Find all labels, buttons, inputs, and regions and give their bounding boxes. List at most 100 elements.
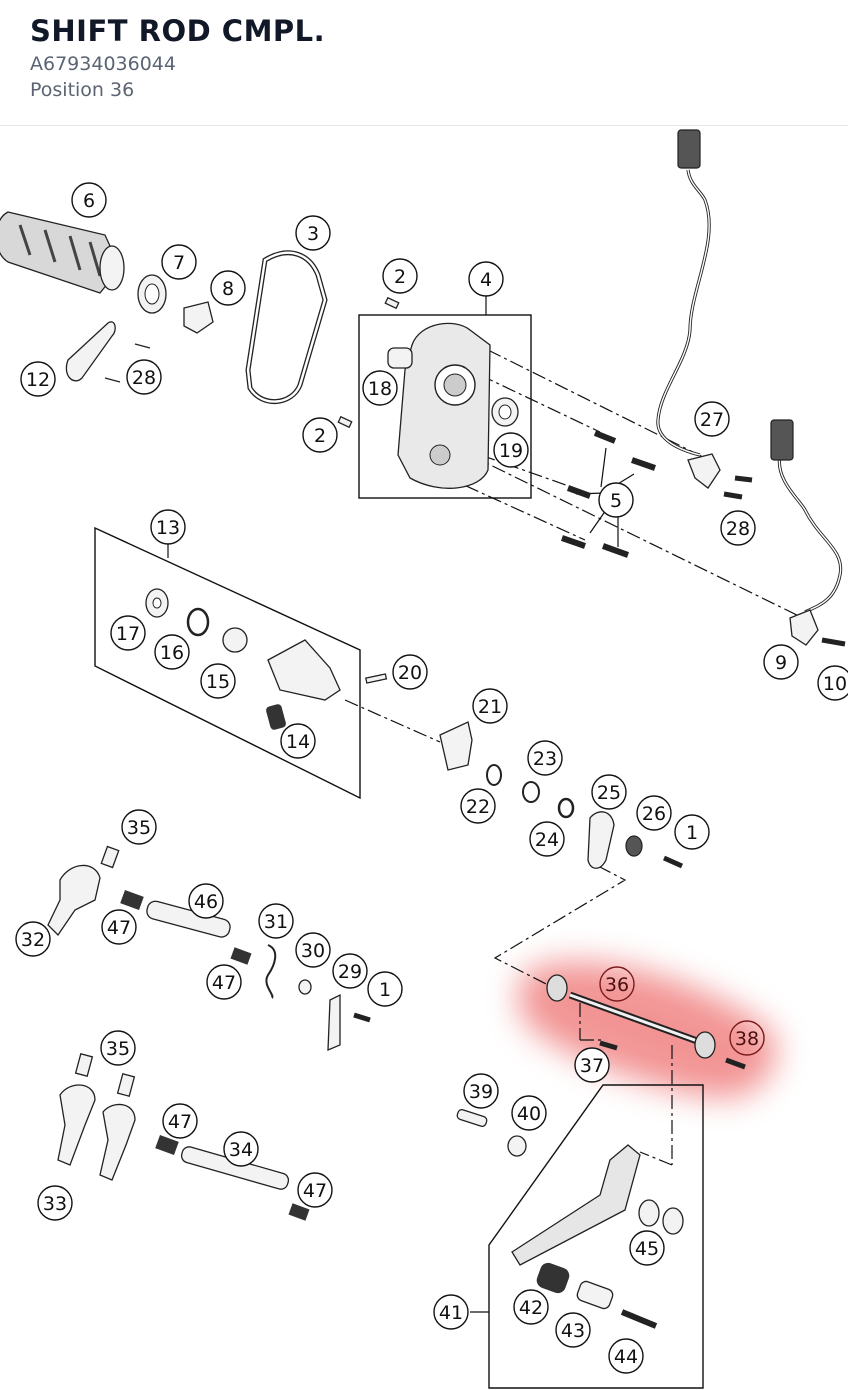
svg-text:2: 2 <box>394 266 406 288</box>
callout-19[interactable]: 19 <box>493 432 529 468</box>
svg-text:36: 36 <box>605 974 629 996</box>
svg-text:30: 30 <box>301 940 325 962</box>
callout-7[interactable]: 7 <box>161 244 197 280</box>
svg-text:19: 19 <box>499 440 523 462</box>
callout-47[interactable]: 47 <box>162 1103 198 1139</box>
callout-17[interactable]: 17 <box>110 615 146 651</box>
spring-14 <box>266 704 286 730</box>
svg-text:47: 47 <box>168 1111 192 1133</box>
callout-41[interactable]: 41 <box>433 1294 469 1330</box>
plate-12 <box>65 321 116 382</box>
bush-43 <box>576 1280 614 1310</box>
lever-29 <box>327 993 341 1051</box>
svg-text:1: 1 <box>686 822 698 844</box>
callout-46[interactable]: 46 <box>188 883 224 919</box>
fork-32 <box>47 864 101 937</box>
callout-10[interactable]: 10 <box>817 665 848 701</box>
callout-23[interactable]: 23 <box>527 740 563 776</box>
callout-13[interactable]: 13 <box>150 509 186 545</box>
exploded-parts-diagram: 6 7 8 3 12 28 2 4 18 2 19 27 5 28 13 17 … <box>0 129 848 1389</box>
callout-12[interactable]: 12 <box>20 361 56 397</box>
callout-35[interactable]: 35 <box>121 809 157 845</box>
callout-47[interactable]: 47 <box>297 1172 333 1208</box>
callout-4[interactable]: 4 <box>468 261 504 297</box>
callout-2[interactable]: 2 <box>302 417 338 453</box>
callout-30[interactable]: 30 <box>295 932 331 968</box>
callout-28[interactable]: 28 <box>126 359 162 395</box>
callout-26[interactable]: 26 <box>636 795 672 831</box>
callout-43[interactable]: 43 <box>555 1312 591 1348</box>
circlip-24 <box>557 797 575 819</box>
svg-text:41: 41 <box>439 1302 463 1324</box>
ring-23 <box>522 781 540 803</box>
wiring-harness <box>656 129 843 614</box>
callout-22[interactable]: 22 <box>460 788 496 824</box>
svg-text:39: 39 <box>469 1081 493 1103</box>
position-label: Position 36 <box>30 79 135 101</box>
svg-text:43: 43 <box>561 1320 585 1342</box>
callout-31[interactable]: 31 <box>258 903 294 939</box>
callout-32[interactable]: 32 <box>15 921 51 957</box>
callout-16[interactable]: 16 <box>154 634 190 670</box>
callout-2[interactable]: 2 <box>382 258 418 294</box>
callout-21[interactable]: 21 <box>472 688 508 724</box>
sensor-9 <box>789 609 819 646</box>
shift-drum <box>0 211 125 294</box>
callout-25[interactable]: 25 <box>591 774 627 810</box>
callout-18[interactable]: 18 <box>362 370 398 406</box>
svg-text:4: 4 <box>480 269 492 291</box>
callout-14[interactable]: 14 <box>280 723 316 759</box>
callout-3[interactable]: 3 <box>295 215 331 251</box>
svg-text:7: 7 <box>173 252 185 274</box>
callout-28[interactable]: 28 <box>720 510 756 546</box>
callout-44[interactable]: 44 <box>608 1338 644 1374</box>
washer-30 <box>298 979 312 995</box>
svg-text:47: 47 <box>212 972 236 994</box>
fork-33a <box>57 1084 96 1166</box>
shift-lever-41 <box>511 1144 641 1266</box>
callout-47[interactable]: 47 <box>206 964 242 1000</box>
callout-5[interactable]: 5 <box>598 482 634 518</box>
svg-text:29: 29 <box>338 961 362 983</box>
bush-26 <box>625 835 643 857</box>
callout-1[interactable]: 1 <box>674 814 710 850</box>
callout-36[interactable]: 36 <box>599 966 635 1002</box>
alignment-lines <box>344 349 804 1166</box>
svg-text:45: 45 <box>635 1238 659 1260</box>
svg-text:12: 12 <box>26 369 50 391</box>
callout-15[interactable]: 15 <box>200 663 236 699</box>
callout-8[interactable]: 8 <box>210 270 246 306</box>
callout-33[interactable]: 33 <box>37 1185 73 1221</box>
callout-1[interactable]: 1 <box>367 971 403 1007</box>
lever-25 <box>587 811 615 869</box>
svg-text:47: 47 <box>107 917 131 939</box>
svg-text:35: 35 <box>106 1038 130 1060</box>
svg-text:42: 42 <box>519 1297 543 1319</box>
callout-27[interactable]: 27 <box>694 401 730 437</box>
svg-text:23: 23 <box>533 748 557 770</box>
svg-text:38: 38 <box>735 1028 759 1050</box>
cam-15 <box>222 627 248 653</box>
callout-20[interactable]: 20 <box>392 654 428 690</box>
callout-37[interactable]: 37 <box>574 1047 610 1083</box>
svg-text:6: 6 <box>83 190 95 212</box>
callout-47[interactable]: 47 <box>101 909 137 945</box>
bolts-5 <box>561 430 656 558</box>
callout-35[interactable]: 35 <box>100 1030 136 1066</box>
pin-39 <box>456 1108 488 1128</box>
svg-text:15: 15 <box>206 671 230 693</box>
callout-45[interactable]: 45 <box>629 1230 665 1266</box>
callout-6[interactable]: 6 <box>71 182 107 218</box>
callout-38[interactable]: 38 <box>729 1020 765 1056</box>
callout-39[interactable]: 39 <box>463 1073 499 1109</box>
svg-text:16: 16 <box>160 642 184 664</box>
callout-34[interactable]: 34 <box>223 1131 259 1167</box>
callout-40[interactable]: 40 <box>511 1095 547 1131</box>
callout-9[interactable]: 9 <box>763 644 799 680</box>
svg-text:33: 33 <box>43 1193 67 1215</box>
svg-text:13: 13 <box>156 517 180 539</box>
svg-text:18: 18 <box>368 378 392 400</box>
callout-24[interactable]: 24 <box>529 821 565 857</box>
callout-42[interactable]: 42 <box>513 1289 549 1325</box>
callout-29[interactable]: 29 <box>332 953 368 989</box>
